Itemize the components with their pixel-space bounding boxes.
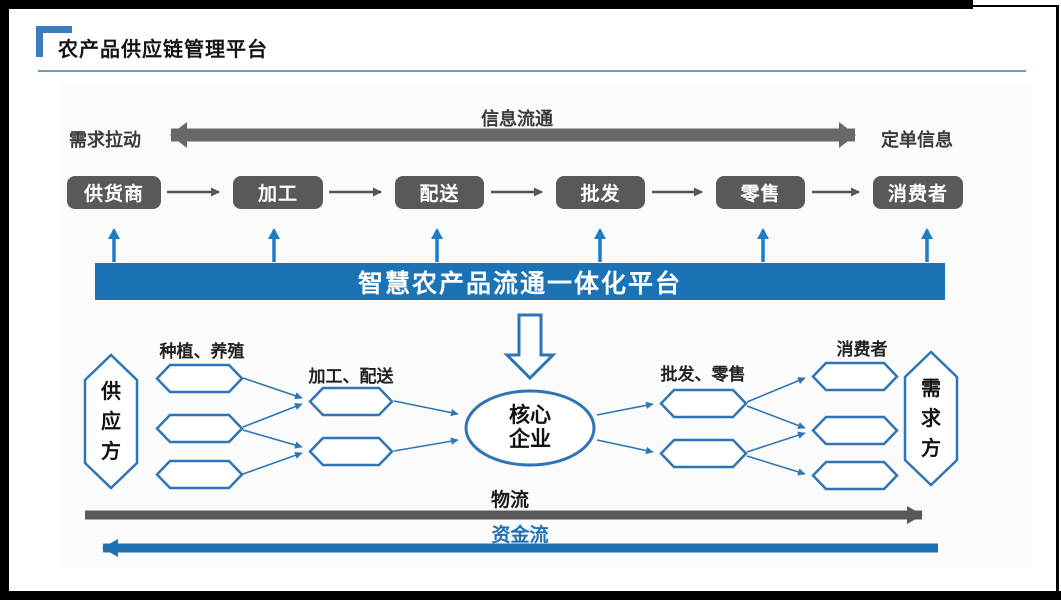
net-arrow — [393, 437, 459, 452]
hexagon-node — [811, 361, 899, 392]
hexagon-node — [308, 436, 394, 467]
frame-left — [0, 0, 9, 600]
net-arrow — [596, 401, 654, 416]
supply-side-shape — [83, 353, 139, 490]
chain-box-retail: 零售 — [716, 176, 805, 209]
hexagon-node — [811, 460, 899, 491]
net-arrow — [746, 377, 806, 403]
page-title: 农产品供应链管理平台 — [58, 39, 268, 61]
network-arrows — [242, 377, 806, 476]
consumer-label: 消费者 — [836, 340, 888, 359]
planting-label: 种植、养殖 — [159, 342, 245, 361]
net-arrow — [393, 400, 459, 417]
net-arrow — [242, 377, 303, 400]
chain-box-distribution: 配送 — [395, 176, 484, 209]
order-info-label: 定单信息 — [881, 130, 953, 150]
frame-bottom — [0, 591, 1061, 600]
net-arrow — [746, 455, 806, 476]
processing-hexagons — [308, 386, 394, 467]
net-arrow — [746, 405, 806, 430]
title-bracket-icon — [36, 26, 43, 57]
processing-label: 加工、配送 — [308, 367, 394, 386]
wholesale-label: 批发、零售 — [660, 365, 746, 384]
hexagon-node — [659, 388, 748, 419]
capital-flow-label: 资金流 — [491, 525, 549, 546]
frame-right — [1056, 5, 1059, 600]
info-flow-label: 信息流通 — [481, 109, 553, 129]
hexagon-node — [811, 415, 899, 446]
net-arrow — [746, 431, 806, 453]
title-bracket-icon — [36, 26, 72, 33]
platform-bar: 智慧农产品流通一体化平台 — [95, 263, 945, 300]
hexagon-node — [155, 459, 244, 490]
hexagon-node — [155, 413, 244, 444]
logistics-label: 物流 — [490, 490, 529, 511]
frame-top — [0, 0, 973, 9]
net-arrow — [242, 429, 303, 449]
consumer-hexagons — [811, 361, 899, 491]
hexagon-node — [308, 386, 394, 417]
core-enterprise-ellipse — [464, 389, 596, 467]
core-enterprise-label: 核心企业 — [509, 404, 551, 452]
chain-box-processing: 加工 — [233, 176, 323, 209]
title-divider — [38, 70, 1026, 72]
supply-side-label: 供应方 — [101, 381, 121, 463]
wholesale-hexagons — [659, 388, 748, 469]
hexagon-node — [155, 363, 244, 394]
chain-box-supplier: 供货商 — [67, 176, 161, 209]
demand-side-label: 需求方 — [921, 378, 941, 460]
platform-up-arrows — [108, 228, 933, 262]
hexagon-node — [659, 438, 748, 469]
net-arrow — [596, 439, 654, 455]
net-arrow — [242, 451, 303, 475]
net-arrow — [242, 403, 303, 428]
down-block-arrow — [503, 313, 557, 381]
chain-box-wholesale: 批发 — [556, 176, 645, 209]
planting-hexagons — [155, 363, 244, 490]
frame-top-thin — [973, 5, 1058, 7]
demand-side-shape — [903, 350, 959, 487]
chain-box-consumer: 消费者 — [873, 176, 963, 209]
demand-pull-label: 需求拉动 — [69, 130, 141, 150]
